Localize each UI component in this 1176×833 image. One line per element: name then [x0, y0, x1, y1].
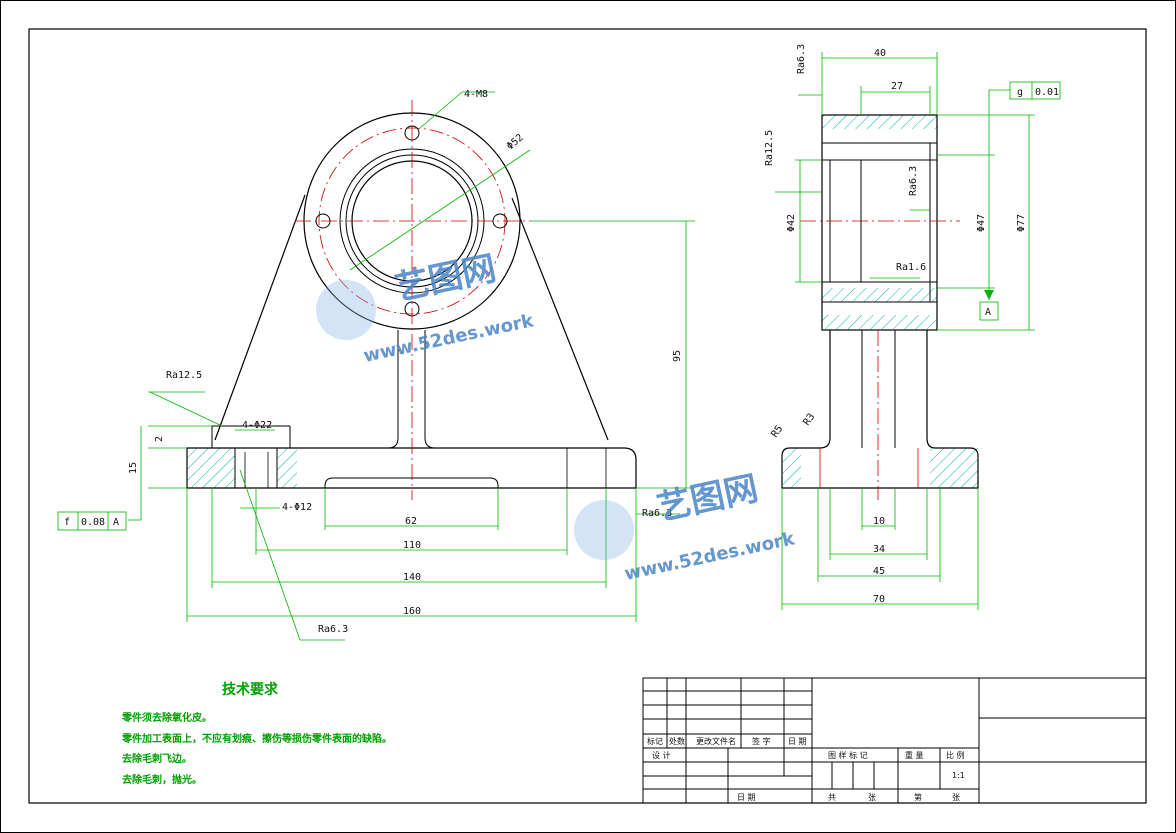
watermark-url-1: www.52des.work: [362, 310, 537, 367]
side-hatch-top: [822, 115, 937, 129]
tol-datum-front: A: [113, 517, 119, 528]
tb-sheet-unit2: 张: [952, 793, 960, 802]
tb-stage: 图 样 标 记: [828, 750, 868, 760]
dim-bolt-circle: Φ52: [505, 132, 526, 152]
front-view: 4-M8 Φ52 95 15 2 4-Φ22 4-Φ12 62 110 140 …: [57, 89, 695, 641]
dim-70: 70: [873, 594, 885, 605]
left-flank: [214, 194, 306, 441]
tb-sheet-total: 共: [828, 793, 836, 802]
base-outline: [186, 447, 637, 489]
dim-base-15: 15: [128, 462, 139, 474]
tb-weight: 重 量: [905, 750, 924, 760]
rough-side-left: Ra12.5: [764, 130, 775, 166]
dim-27: 27: [891, 81, 903, 92]
dim-4-m8: 4-M8: [464, 89, 488, 100]
dim-10: 10: [873, 516, 885, 527]
watermark-url-2: www.52des.work: [623, 528, 798, 585]
watermark-globe-icon-2: [574, 500, 634, 560]
side-body-outline: [781, 330, 979, 489]
rough-top: Ra12.5: [166, 370, 202, 381]
rough-side-bore-lower: Ra1.6: [896, 262, 926, 273]
front-tolerance-frame: [57, 511, 127, 531]
web-right: [424, 330, 436, 449]
dim-bore-42: Φ42: [786, 214, 797, 232]
dim-r5: R5: [769, 424, 785, 440]
dim-bore-47: Φ47: [976, 214, 987, 232]
side-tolerance-frame: [1009, 81, 1061, 100]
tb-header-count: 处数: [669, 736, 685, 746]
dim-110: 110: [403, 540, 421, 551]
tol-value-front: 0.08: [81, 517, 105, 528]
tech-req-item-4: 去除毛刺，抛光。: [122, 773, 202, 786]
dim-height-95: 95: [672, 350, 683, 362]
housing-section: [821, 114, 938, 331]
technical-requirements: 技术要求 零件须去除氧化皮。 零件加工表面上，不应有划痕、擦伤等损伤零件表面的缺…: [121, 681, 392, 786]
side-dimension-lines: [775, 52, 1035, 610]
hatch-left: [187, 448, 235, 488]
tb-header-file: 更改文件名: [696, 736, 736, 746]
watermark-brand-1: 艺图网: [392, 248, 500, 308]
side-view: 40 27 Φ42 Φ47 Φ77 10 34 45 70 R5 R3 Ra6.…: [764, 44, 1061, 610]
rough-right: Ra6.3: [642, 508, 672, 519]
tb-design: 设 计: [652, 750, 671, 760]
dim-through-hole: 4-Φ12: [282, 502, 312, 513]
tech-req-item-1: 零件须去除氧化皮。: [121, 711, 212, 724]
watermark-2: 艺图网 www.52des.work: [574, 468, 798, 585]
tb-scale-value: 1:1: [952, 771, 965, 780]
dim-160: 160: [403, 606, 421, 617]
tb-header-sign: 签 字: [752, 736, 771, 746]
bottom-slot: [324, 477, 499, 488]
rough-side-bore: Ra6.3: [908, 166, 919, 196]
dim-40: 40: [874, 48, 886, 59]
dim-counterbore: 4-Φ22: [242, 420, 272, 431]
web-left: [387, 330, 399, 449]
watermark-brand-2: 艺图网: [654, 468, 762, 528]
drawing-frame: [28, 28, 1147, 804]
dim-r3: R3: [801, 412, 817, 428]
hatch-left-inner: [277, 448, 297, 488]
datum-label: A: [985, 307, 991, 318]
tech-req-item-3: 去除毛刺飞边。: [122, 752, 192, 765]
dim-140: 140: [403, 572, 421, 583]
dim-45: 45: [873, 566, 885, 577]
datum-triangle: [984, 290, 994, 300]
side-hatch-bottom: [822, 288, 937, 302]
title-block-text: 标记 处数 更改文件名 签 字 日 期 设 计 日 期 图 样 标 记 重 量 …: [647, 736, 965, 802]
tech-req-item-2: 零件加工表面上，不应有划痕、擦伤等损伤零件表面的缺陷。: [121, 732, 392, 745]
watermark-globe-icon: [316, 280, 376, 340]
tb-sheet-unit: 张: [868, 793, 876, 802]
side-hatch-bottom2: [822, 315, 937, 329]
dim-62: 62: [405, 516, 417, 527]
datum-box: [979, 301, 999, 321]
dim-outer-77: Φ77: [1016, 214, 1027, 232]
tol-symbol-f: f: [64, 517, 70, 528]
right-flank: [511, 197, 609, 441]
tech-req-title: 技术要求: [222, 681, 279, 698]
tb-scale-label: 比 例: [946, 750, 965, 760]
side-hatch-base-left: [783, 448, 801, 488]
watermark-1: 艺图网 www.52des.work: [316, 248, 537, 367]
tol-symbol-g: g: [1017, 87, 1023, 98]
tol-value-side: 0.01: [1035, 87, 1059, 98]
tb-header-mark: 标记: [647, 736, 663, 746]
tb-date: 日 期: [737, 793, 756, 802]
title-block: [642, 677, 1147, 804]
rough-bottom: Ra6.3: [318, 624, 348, 635]
side-hatch-base-right: [930, 448, 978, 488]
tb-header-date: 日 期: [788, 737, 807, 746]
dim-34: 34: [873, 544, 885, 555]
dim-step-2: 2: [154, 436, 165, 442]
tb-sheet-no: 第: [914, 792, 922, 802]
front-dimension-lines: [128, 91, 695, 641]
rough-side-top: Ra6.3: [796, 44, 807, 74]
